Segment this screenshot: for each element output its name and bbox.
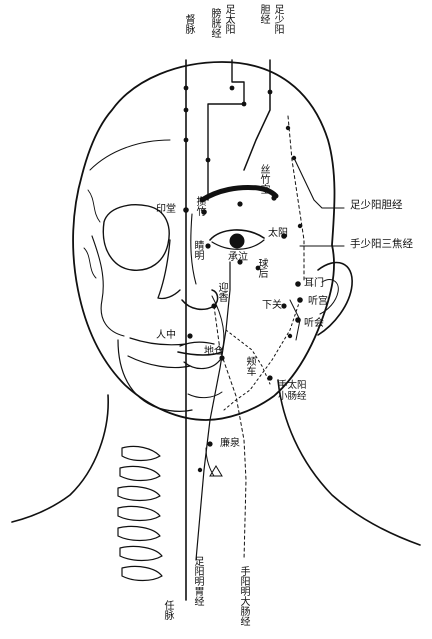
marker-triangle (210, 466, 222, 476)
dot-renzhong (187, 333, 192, 338)
dot-yuyao (237, 201, 242, 206)
chin (188, 392, 222, 398)
dot-jaw-1 (288, 334, 292, 338)
skull-frontal (90, 140, 170, 170)
sanjiao-line (294, 158, 344, 208)
label-dan-jing: 胆经 (258, 4, 269, 24)
dot-jiache (267, 375, 272, 380)
dot-top-1 (184, 86, 189, 91)
dot-top-3 (184, 138, 189, 143)
dot-top-9 (292, 156, 296, 160)
label-ermen: 耳门 (304, 278, 324, 289)
head-outline (73, 62, 334, 420)
dot-tinggong (297, 297, 303, 303)
label-zu-shao-yang: 足少阳 (272, 4, 283, 34)
label-dicang: 地仓 (204, 346, 224, 357)
dot-yintang (183, 207, 189, 213)
dot-top-5 (230, 86, 235, 91)
label-chengqi: 承泣 (228, 252, 248, 263)
skull-cheek (92, 236, 124, 336)
label-tinggong: 听宫 (308, 296, 328, 307)
skull-suture (84, 190, 100, 278)
label-yingxiang: 迎香 (216, 282, 227, 302)
label-xiaguan: 下关 (262, 300, 282, 311)
skull-nasal (158, 240, 180, 299)
dot-xiaguan (281, 303, 286, 308)
dan-line (244, 60, 270, 170)
dot-sizhukong (271, 195, 276, 200)
dot-jingming (205, 243, 210, 248)
label-zanzhu: 攒竹 (194, 196, 205, 216)
label-sizhukong: 丝竹空 (258, 164, 269, 194)
dot-top-6 (242, 102, 247, 107)
skull-mandible (118, 340, 192, 411)
label-shou-taiyang-xiaochang: 手太阳小肠经 (278, 380, 314, 402)
label-taiyang: 太阳 (268, 228, 288, 239)
label-tinghui: 听会 (304, 318, 324, 329)
dot-yingxiang (211, 303, 216, 308)
dot-top-4 (206, 158, 211, 163)
eye-pupil (230, 234, 244, 248)
label-renzhong: 人中 (156, 330, 176, 341)
label-zu-yangming-wei: 足阳明胃经 (192, 556, 203, 606)
label-du-mai: 督脉 (183, 14, 194, 34)
lip-lower (184, 360, 220, 369)
label-zu-tai-yang: 足太阳 (223, 4, 234, 34)
label-jiache: 颊车 (244, 356, 255, 376)
skull-teeth-lower (128, 356, 190, 368)
label-lianquan: 廉泉 (220, 438, 240, 449)
dachang-line (214, 306, 246, 560)
label-shou-shao-yang-sanjiao: 手少阳三焦经 (350, 239, 413, 250)
label-shou-yangming-dachang: 手阳明大肠经 (238, 566, 249, 626)
dot-tinghui (295, 317, 301, 323)
label-zu-shao-yang-dan: 足少阳胆经 (350, 200, 403, 211)
dot-neck-1 (198, 468, 202, 472)
label-qiuhou: 球后 (256, 258, 267, 278)
label-pangguang: 膀胱经 (209, 8, 220, 38)
dot-temple (298, 224, 302, 228)
dot-top-8 (286, 126, 290, 130)
neck-right (278, 380, 420, 545)
dan-branch (288, 116, 304, 280)
neck-left (12, 395, 108, 522)
label-yintang: 印堂 (156, 204, 176, 215)
dot-lianquan (207, 441, 212, 446)
label-ren-mai: 任脉 (162, 600, 173, 620)
label-jingming: 睛明 (192, 240, 203, 260)
cervical-spine (118, 446, 162, 580)
pangguang-line (208, 60, 244, 200)
dot-top-7 (268, 90, 273, 95)
dot-top-2 (184, 108, 189, 113)
dot-ermen (295, 281, 301, 287)
